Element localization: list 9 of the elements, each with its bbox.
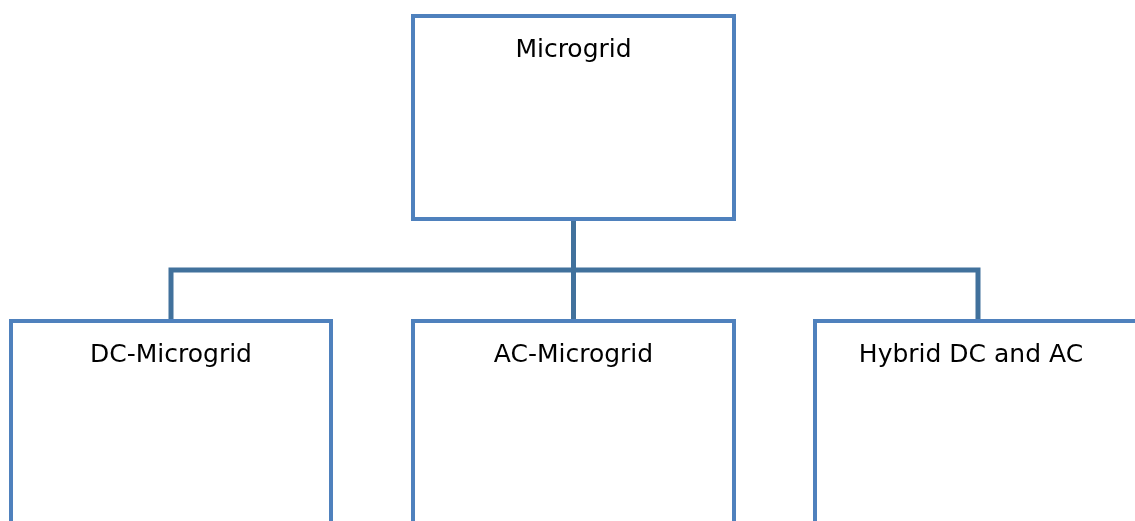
category-box bbox=[813, 319, 1135, 521]
category-box bbox=[9, 319, 333, 521]
box-title: Hybrid DC and AC bbox=[857, 339, 1085, 368]
box-title: AC-Microgrid bbox=[492, 339, 655, 368]
category-box bbox=[411, 14, 736, 221]
connector-line bbox=[571, 221, 981, 319]
category-box bbox=[411, 319, 736, 521]
box-title: Microgrid bbox=[514, 34, 633, 63]
box-title: DC-Microgrid bbox=[89, 339, 253, 368]
